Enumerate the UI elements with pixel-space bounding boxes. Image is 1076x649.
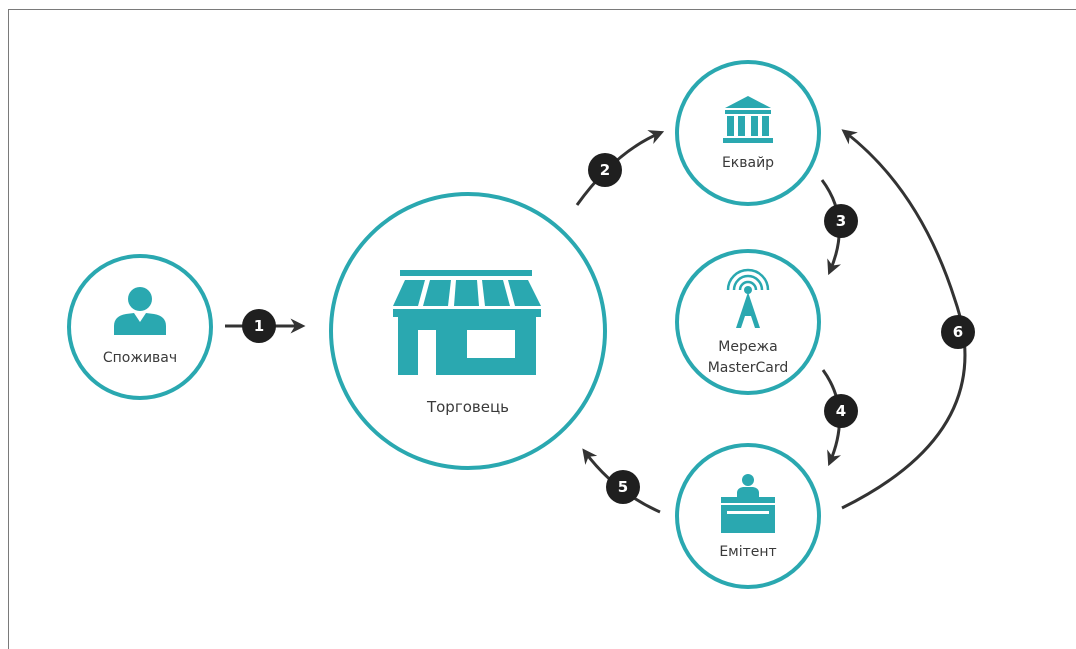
merchant-node: Торговець [329,192,607,470]
svg-text:5: 5 [618,478,628,496]
svg-text:2: 2 [600,161,610,179]
step-badge-3: 3 [824,204,858,238]
network-node: Мережа MasterCard [675,249,821,395]
svg-text:6: 6 [953,323,963,341]
issuer-node: Емітент [675,443,821,589]
svg-text:3: 3 [836,212,846,230]
consumer-label: Споживач [103,350,177,366]
step-badge-6: 6 [941,315,975,349]
svg-text:1: 1 [254,317,264,335]
clerk-desk-icon [721,474,775,533]
step-badge-5: 5 [606,470,640,504]
consumer-node: Споживач [67,254,213,400]
step-badge-2: 2 [588,153,622,187]
acquirer-node: Еквайр [675,60,821,206]
bank-icon [723,96,773,143]
step-badge-4: 4 [824,394,858,428]
arrow-step-6 [841,129,967,510]
antenna-tower-icon [726,268,770,328]
merchant-label: Торговець [426,398,509,416]
svg-text:4: 4 [836,402,846,420]
payment-flow-diagram: Споживач Торговець Еква [67,60,975,589]
person-icon [114,287,166,335]
diagram-frame [8,9,1076,649]
acquirer-label: Еквайр [722,155,774,171]
issuer-label: Емітент [719,544,776,560]
store-icon [393,270,541,375]
network-label-line2: MasterCard [708,360,789,376]
network-label-line1: Мережа [718,339,777,355]
step-badge-1: 1 [242,309,276,343]
